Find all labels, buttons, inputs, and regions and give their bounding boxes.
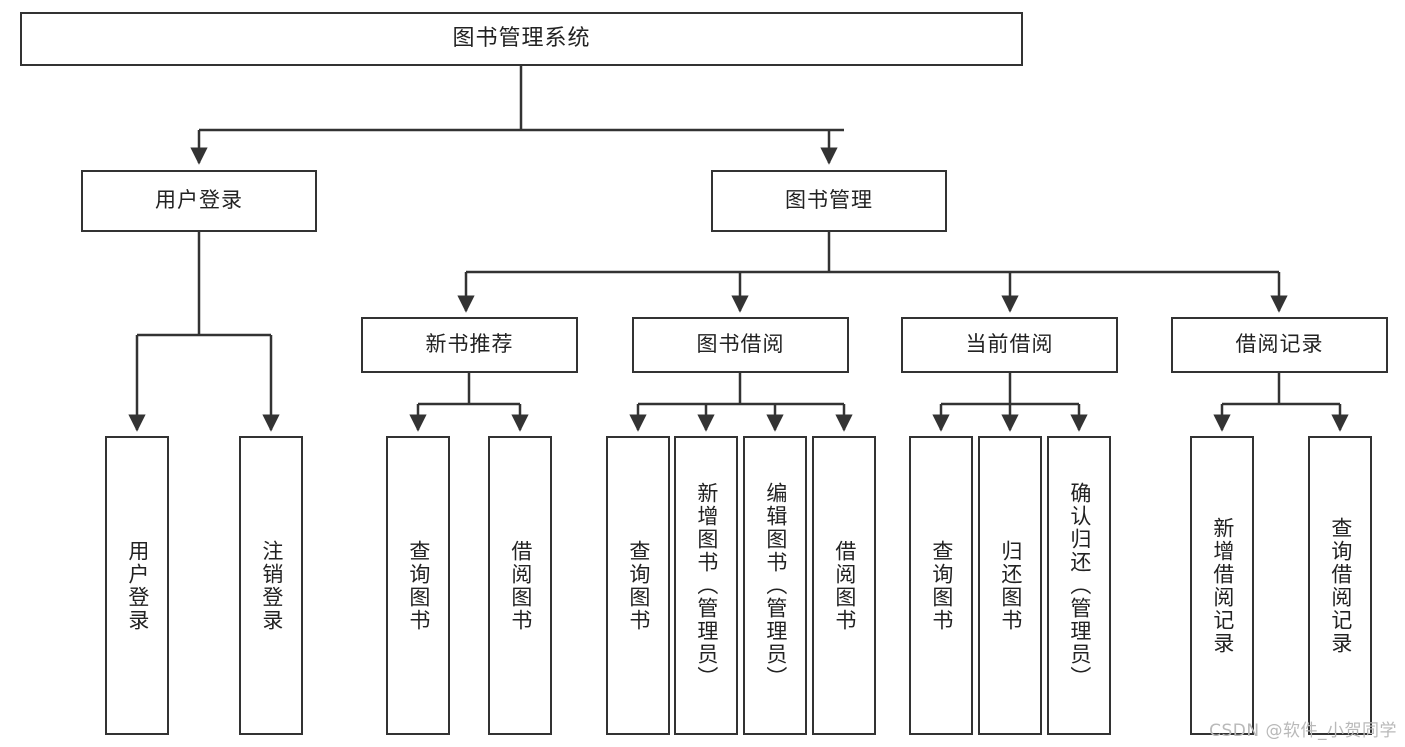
node-current-borrow[interactable]: 当前借阅	[901, 317, 1118, 373]
node-label: 新增图书（管理员）	[694, 482, 719, 689]
node-label: 新书推荐	[425, 332, 514, 357]
leaf-query-book-recommend[interactable]: 查询图书	[386, 436, 450, 735]
leaf-edit-book-admin[interactable]: 编辑图书（管理员）	[743, 436, 807, 735]
leaf-confirm-return-admin[interactable]: 确认归还（管理员）	[1047, 436, 1111, 735]
leaf-user-login[interactable]: 用户登录	[105, 436, 169, 735]
node-label: 确认归还（管理员）	[1067, 482, 1092, 689]
node-label: 借阅图书	[508, 539, 533, 632]
node-new-book-recommend[interactable]: 新书推荐	[361, 317, 578, 373]
node-root-system[interactable]: 图书管理系统	[20, 12, 1023, 66]
leaf-logout[interactable]: 注销登录	[239, 436, 303, 735]
node-book-borrow[interactable]: 图书借阅	[632, 317, 849, 373]
leaf-query-borrow-record[interactable]: 查询借阅记录	[1308, 436, 1372, 735]
watermark: CSDN @软件_小贺同学	[1209, 721, 1397, 741]
leaf-add-borrow-record[interactable]: 新增借阅记录	[1190, 436, 1254, 735]
node-label: 编辑图书（管理员）	[763, 482, 788, 689]
node-label: 当前借阅	[965, 332, 1054, 357]
node-label: 借阅图书	[832, 539, 857, 632]
leaf-return-book[interactable]: 归还图书	[978, 436, 1042, 735]
node-label: 查询图书	[626, 539, 651, 632]
leaf-borrow-book[interactable]: 借阅图书	[812, 436, 876, 735]
node-label: 借阅记录	[1235, 332, 1324, 357]
node-label: 归还图书	[998, 539, 1023, 632]
node-label: 查询图书	[406, 539, 431, 632]
leaf-add-book-admin[interactable]: 新增图书（管理员）	[674, 436, 738, 735]
node-label: 注销登录	[259, 539, 284, 632]
leaf-borrow-book-recommend[interactable]: 借阅图书	[488, 436, 552, 735]
node-label: 查询借阅记录	[1328, 516, 1353, 655]
node-label: 图书管理系统	[452, 25, 591, 51]
node-label: 图书借阅	[696, 332, 785, 357]
node-label: 图书管理	[785, 188, 873, 213]
node-user-login[interactable]: 用户登录	[81, 170, 317, 232]
node-book-management[interactable]: 图书管理	[711, 170, 947, 232]
node-borrow-record[interactable]: 借阅记录	[1171, 317, 1388, 373]
node-label: 查询图书	[929, 539, 954, 632]
node-label: 用户登录	[125, 539, 150, 632]
node-label: 新增借阅记录	[1210, 516, 1235, 655]
leaf-query-book-borrow[interactable]: 查询图书	[606, 436, 670, 735]
leaf-query-book-current[interactable]: 查询图书	[909, 436, 973, 735]
node-label: 用户登录	[155, 188, 243, 213]
